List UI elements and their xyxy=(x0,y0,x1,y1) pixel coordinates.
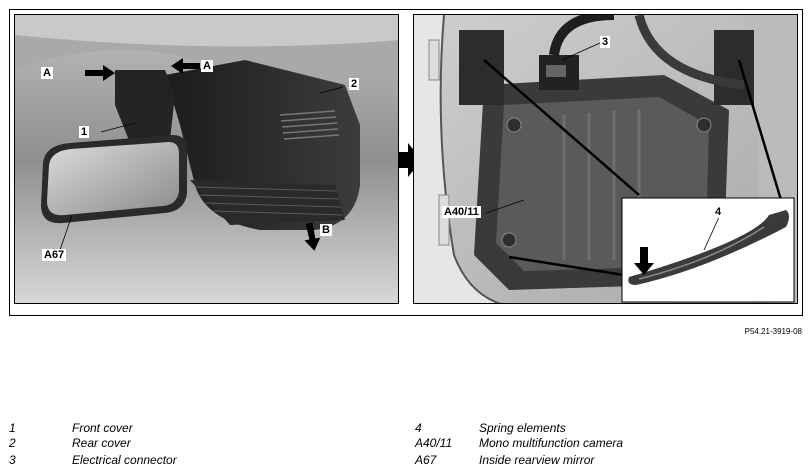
legend-text: Inside rearview mirror xyxy=(479,453,595,467)
callout-a-right: A xyxy=(201,60,213,72)
callout-3: 3 xyxy=(600,36,611,48)
legend-number: 1 xyxy=(9,421,16,435)
camera-illustration xyxy=(414,15,797,303)
figure-code: P54.21-3919-08 xyxy=(744,327,802,336)
legend-number: 4 xyxy=(415,421,422,435)
legend-number: 2 xyxy=(9,436,16,450)
callout-4: 4 xyxy=(713,206,724,218)
callout-2: 2 xyxy=(349,78,360,90)
legend-number: A67 xyxy=(415,453,437,467)
callout-a67: A67 xyxy=(42,249,67,261)
arrow-a-right-icon xyxy=(85,65,115,81)
legend-text: Rear cover xyxy=(72,436,131,450)
arrow-a-left-icon xyxy=(171,58,200,74)
panel-mirror-covers xyxy=(14,14,399,304)
panel-camera xyxy=(413,14,798,304)
callout-1: 1 xyxy=(79,126,90,138)
legend-text: Mono multifunction camera xyxy=(479,436,624,450)
callout-a40-11: A40/11 xyxy=(442,206,481,218)
legend-text: Spring elements xyxy=(479,421,566,435)
mirror-illustration xyxy=(15,15,398,303)
legend-number: A40/11 xyxy=(415,436,453,450)
callout-b: B xyxy=(320,224,332,236)
legend-text: Electrical connector xyxy=(72,453,177,467)
transition-arrow-icon xyxy=(398,143,422,177)
legend-text: Front cover xyxy=(72,421,133,435)
callout-a-left: A xyxy=(41,67,53,79)
arrow-press-down-icon xyxy=(634,247,654,275)
legend-number: 3 xyxy=(9,453,16,467)
arrow-b-down-icon xyxy=(304,222,321,251)
